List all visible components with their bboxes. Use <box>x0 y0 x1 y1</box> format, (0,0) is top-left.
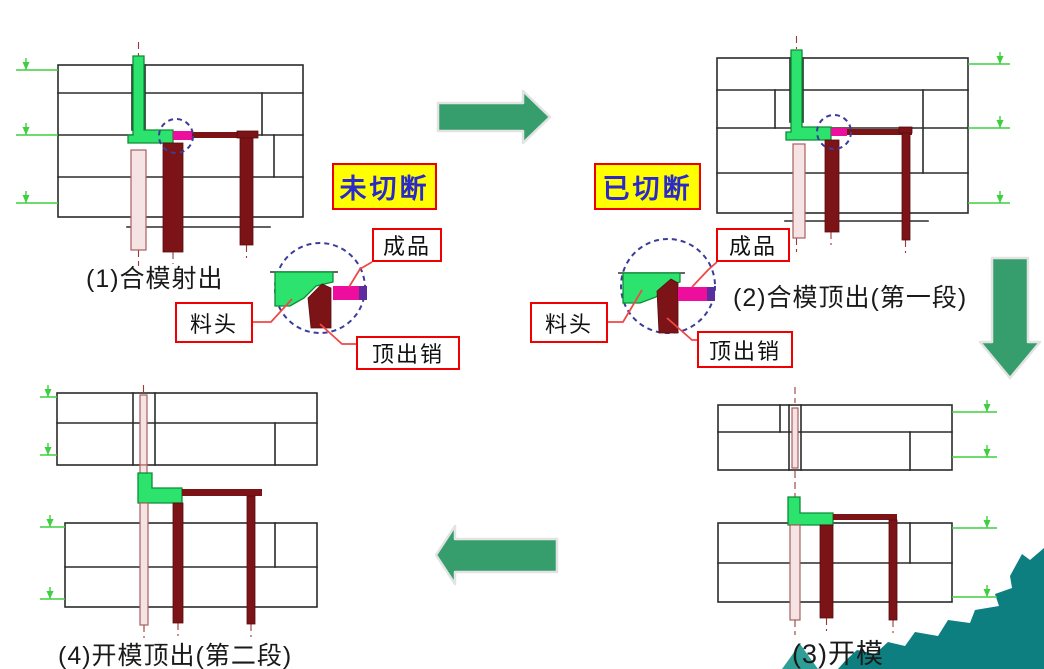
product-detail <box>678 287 707 301</box>
teal-small-peak-shape <box>782 644 818 669</box>
ejector-pin-detail <box>656 278 679 334</box>
ejector-pin-main <box>172 502 184 624</box>
centerlines <box>795 36 907 253</box>
centerlines <box>794 387 894 635</box>
dimension-marks <box>952 400 997 598</box>
detail-callout-uncut <box>253 242 373 345</box>
runner-plate <box>833 514 897 520</box>
label-sprue-uncut: 料头 <box>175 302 253 343</box>
dimension-marks <box>968 52 1010 204</box>
label-ejector-uncut: 顶出销 <box>356 336 460 370</box>
label-product-uncut: 成品 <box>372 228 442 262</box>
stage2-caption: (2)合模顶出(第一段) <box>733 284 968 312</box>
dimension-arrowheads <box>22 62 30 203</box>
mold-diagram-stage2 <box>716 36 1010 253</box>
runner-plate <box>847 129 912 135</box>
product-end-cap <box>359 286 367 300</box>
sprue-part <box>127 55 174 144</box>
centerlines <box>137 42 248 266</box>
ejector-pin-main <box>819 524 834 619</box>
dimension-marks <box>16 58 58 204</box>
ejector-pin-right <box>246 495 256 625</box>
sprue-puller-pin <box>139 502 149 626</box>
ejector-pin-flange <box>236 130 259 139</box>
product-detail <box>333 286 359 300</box>
badge-cut: 已切断 <box>594 163 701 210</box>
arrow-right-icon <box>436 89 552 145</box>
dimension-arrowheads <box>996 56 1004 203</box>
label-sprue-cut: 料头 <box>530 302 608 343</box>
label-ejector-cut: 顶出销 <box>697 331 793 368</box>
mold-diagram-stage1 <box>16 42 304 266</box>
dimension-arrowheads <box>983 404 991 597</box>
stage4-caption: (4)开模顶出(第二段) <box>58 642 293 669</box>
mold-diagram-stage4 <box>40 385 318 638</box>
stage1-caption: (1)合模射出 <box>86 265 224 293</box>
ejector-pin-detail <box>307 283 332 329</box>
ejector-pin-right <box>901 132 911 241</box>
label-product-cut: 成品 <box>716 228 790 262</box>
product-end-cap <box>707 287 715 301</box>
sprue-puller-pin <box>792 143 806 239</box>
product-strip <box>173 131 192 140</box>
mold-plates <box>717 404 953 603</box>
mold-plates <box>716 57 969 222</box>
teal-mountain-shape <box>838 548 1044 669</box>
dimension-arrowheads <box>44 389 54 599</box>
runner-plate <box>182 489 262 496</box>
sprue-part <box>137 472 183 504</box>
stage3-caption: (3)开模 <box>792 639 884 669</box>
sprue-part <box>787 496 834 526</box>
sprue-puller-pin <box>130 149 147 251</box>
dimension-marks <box>40 385 65 600</box>
mold-diagram-stage3 <box>717 387 997 635</box>
detail-ring <box>158 118 194 154</box>
sprue-channel-pin <box>139 394 148 466</box>
runner-plate <box>192 132 255 138</box>
arrow-left-icon <box>434 524 559 586</box>
mold-plates <box>56 392 318 608</box>
detail-ring <box>816 114 852 150</box>
sprue-channel-pin <box>791 407 799 469</box>
sprue-detail-part <box>274 271 334 307</box>
detail-callout-cut <box>608 238 718 341</box>
centerlines <box>142 385 252 638</box>
badge-uncut: 未切断 <box>332 163 437 210</box>
corner-decoration <box>782 548 1044 669</box>
ejector-pin-main <box>824 139 840 233</box>
product-strip <box>831 128 847 136</box>
ejector-pin-flange <box>898 126 913 134</box>
ejector-pin-right <box>239 137 254 246</box>
ejector-pin-main <box>162 142 184 253</box>
arrow-down-icon <box>978 256 1042 380</box>
sprue-puller-pin <box>789 524 801 621</box>
ejector-pin-right <box>888 519 898 621</box>
sprue-part <box>785 49 832 141</box>
